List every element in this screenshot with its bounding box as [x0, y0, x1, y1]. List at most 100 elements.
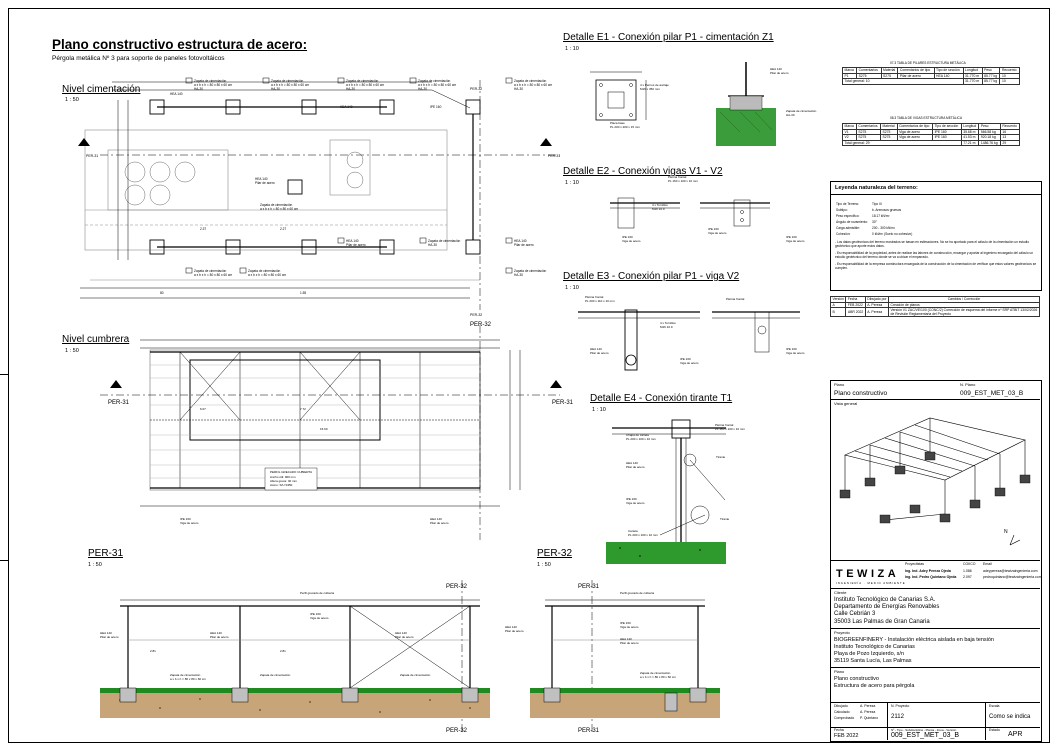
svg-text:PER-32: PER-32: [470, 87, 482, 91]
svg-text:a x b x h = 80 x 80 x 60 cm: a x b x h = 80 x 80 x 60 cm: [514, 83, 553, 87]
svg-text:PER-32: PER-32: [446, 584, 468, 590]
svg-text:a x b x h = 80 x 80 x 60 cm: a x b x h = 80 x 80 x 60 cm: [271, 83, 310, 87]
project-line: Instituto Tecnológico de Canarias: [834, 644, 915, 650]
legend-key: Tipo de Terreno:: [836, 202, 860, 206]
svg-text:PERFIL GRECADO CUBIERTA: PERFIL GRECADO CUBIERTA: [270, 470, 312, 474]
svg-text:HA-30: HA-30: [271, 87, 280, 91]
table-cell: 31.770 m: [962, 78, 983, 85]
view-scale-per32: 1 : 50: [537, 562, 551, 568]
dibujado-value: A. Pereza: [860, 704, 876, 708]
person-email[interactable]: pedroquintano@tewizaingenieria.com: [983, 575, 1042, 579]
svg-text:Placa base: Placa base: [610, 121, 625, 125]
view-title-per31: PER-31: [88, 548, 124, 559]
svg-text:HA-30: HA-30: [514, 273, 523, 277]
view-scale-cimentacion: 1 : 50: [65, 97, 79, 103]
svg-text:HEA 140: HEA 140: [170, 92, 183, 96]
svg-text:Zapata de cimentación: Zapata de cimentación: [346, 79, 378, 83]
table-cell: A. Pereza: [864, 307, 890, 317]
view-scale-cumbrera: 1 : 50: [65, 348, 79, 354]
svg-text:IPE 160: IPE 160: [708, 227, 719, 231]
svg-text:Viga de acero: Viga de acero: [786, 351, 805, 355]
svg-text:HEA 140: HEA 140: [620, 637, 632, 641]
svg-text:Pilar de acero: Pilar de acero: [395, 635, 414, 639]
svg-text:IPE 160: IPE 160: [430, 105, 442, 109]
sheet-divider-left-2: [0, 560, 8, 561]
table-row: B ABR 2022 A. Pereza Versión V1 ZAC/VE/1…: [829, 307, 1040, 317]
svg-text:Zapata de cimentación: Zapata de cimentación: [428, 239, 460, 243]
vigas-table: Marca Comentarios Material Comentarios d…: [842, 123, 1021, 146]
client-line: Departamento de Energías Renovables: [834, 604, 940, 611]
svg-text:IPE 160: IPE 160: [622, 235, 633, 239]
svg-text:PER-31: PER-31: [552, 400, 574, 406]
table-cell: 31.770 m: [962, 72, 983, 79]
svg-text:Zapata de cimentación: Zapata de cimentación: [418, 79, 450, 83]
block-divider: [830, 667, 1040, 668]
svg-text:4 x Pernos de anclaje: 4 x Pernos de anclaje: [640, 83, 669, 87]
legend-value: b. Arenosos gruesos: [872, 208, 902, 212]
project-line: Playa de Pozo Izquierdo, s/n: [834, 651, 905, 657]
escala-value: Como se indica: [989, 714, 1031, 720]
table-cell: 10: [999, 72, 1020, 79]
svg-text:6.07: 6.07: [200, 407, 206, 411]
svg-text:HEA 140: HEA 140: [100, 631, 112, 635]
nplano-value: 009_EST_MET_03_B: [960, 390, 1024, 397]
nplano-label: N. Plano: [960, 382, 976, 387]
email-label: Email: [983, 562, 992, 566]
company-logo: TEWIZA: [836, 568, 900, 580]
project-line: BIOGREENFINERY - Instalación eléctrica a…: [834, 637, 994, 643]
svg-text:Tirante: Tirante: [716, 455, 726, 459]
svg-text:HEA 140: HEA 140: [514, 239, 527, 243]
person-number: 1.086: [963, 569, 972, 573]
block-divider: [830, 399, 1040, 400]
table-header-cell: Dibujado por: [864, 296, 890, 303]
detail-scale-e3: 1 : 10: [565, 285, 579, 291]
svg-text:a x b x h = 80 x 80 x 60 cm: a x b x h = 80 x 80 x 60 cm: [346, 83, 385, 87]
svg-text:HA-30: HA-30: [514, 87, 523, 91]
plano-label: Plano: [834, 382, 845, 387]
proyectistas-label: Proyectistas: [905, 562, 925, 566]
table-cell: 77.21 m: [960, 139, 980, 146]
svg-text:PER-31: PER-31: [548, 154, 560, 158]
svg-text:Pilar de acero: Pilar de acero: [100, 635, 119, 639]
svg-text:Zapata de cimentación: Zapata de cimentación: [248, 269, 280, 273]
svg-text:Cartela: Cartela: [628, 529, 638, 533]
svg-text:M16 x 350 mm: M16 x 350 mm: [640, 87, 660, 91]
table-header-cell: Cambios / Corrección: [888, 296, 1040, 303]
table-cell: 10: [999, 78, 1020, 85]
legend-key: Peso específico:: [836, 214, 860, 218]
table-cell: Pilar de acero: [897, 72, 935, 79]
svg-text:Pilar de acero: Pilar de acero: [255, 181, 275, 185]
svg-text:Pletina frontal: Pletina frontal: [715, 423, 734, 427]
detail-scale-e2: 1 : 10: [565, 180, 579, 186]
table-cell: S275: [856, 72, 882, 79]
table-header-cell: Comentarios: [856, 67, 882, 74]
client-label: Cliente: [834, 590, 847, 595]
svg-text:Zapata de cimentación: Zapata de cimentación: [170, 673, 201, 677]
svg-text:HEA 140: HEA 140: [346, 239, 359, 243]
svg-text:Acero: S/U S350: Acero: S/U S350: [270, 483, 293, 487]
svg-text:a x b x h = 80 x 80 x 60 cm: a x b x h = 80 x 80 x 60 cm: [194, 83, 233, 87]
legend-value: 18.17 kN/m³: [872, 214, 890, 218]
svg-text:HEA 140: HEA 140: [590, 347, 602, 351]
svg-text:HA-30: HA-30: [418, 87, 427, 91]
client-line: Calle Cebrián 3: [834, 611, 876, 618]
svg-text:15.60: 15.60: [320, 427, 328, 431]
table-header-row: Versión Fecha Dibujado por Cambios / Cor…: [829, 296, 1040, 303]
svg-text:Perfil grecado de cubierta: Perfil grecado de cubierta: [620, 591, 655, 595]
svg-text:Viga de acero: Viga de acero: [626, 501, 645, 505]
svg-text:Pilar de acero: Pilar de acero: [590, 351, 609, 355]
table-header-cell: Comentarios de tipo: [897, 67, 935, 74]
project-block: BIOGREENFINERY - Instalación eléctrica a…: [834, 637, 994, 665]
svg-text:Zapata de cimentación: Zapata de cimentación: [194, 79, 226, 83]
svg-text:80: 80: [160, 291, 164, 295]
company-tagline: INGENIERÍA · MEDIO AMBIENTE: [836, 581, 906, 585]
svg-text:a x b x h = 80 x 80 x 60 cm: a x b x h = 80 x 80 x 60 cm: [260, 207, 299, 211]
person-email[interactable]: adeypereza@tewizaingenieria.com: [983, 569, 1038, 573]
calculado-label: Calculado: [834, 710, 850, 714]
svg-text:M16 10.9: M16 10.9: [660, 325, 673, 329]
svg-text:2.37: 2.37: [200, 227, 206, 231]
svg-text:a x b x h = 80 x 80 x 60 cm: a x b x h = 80 x 80 x 60 cm: [248, 273, 287, 277]
svg-text:Perfil grecado de cubierta: Perfil grecado de cubierta: [300, 591, 335, 595]
revisions-table: Versión Fecha Dibujado por Cambios / Cor…: [829, 296, 1040, 317]
